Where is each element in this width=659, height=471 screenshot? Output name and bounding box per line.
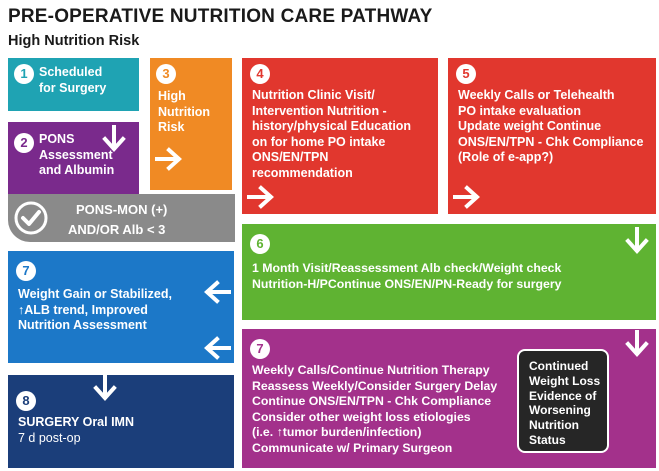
step-7-outcome-number: 7	[16, 261, 36, 281]
step-8-number: 8	[16, 391, 36, 411]
arrow-right-icon	[453, 185, 480, 209]
step-8-box: 8 SURGERY Oral IMN 7 d post-op	[8, 375, 234, 468]
step-8-text: SURGERY Oral IMN 7 d post-op	[18, 415, 134, 445]
arrow-left-icon	[204, 336, 231, 360]
arrow-left-icon	[204, 280, 231, 304]
arrow-down-icon	[625, 227, 649, 254]
step-6-number: 6	[250, 234, 270, 254]
step-2-number: 2	[14, 133, 34, 153]
arrow-down-icon	[625, 330, 649, 357]
step-4-text: Nutrition Clinic Visit/Intervention Nutr…	[252, 88, 412, 180]
step-5-number: 5	[456, 64, 476, 84]
step-6-text: 1 Month Visit/Reassessment Alb check/Wei…	[252, 261, 562, 291]
step-7-therapy-number: 7	[250, 339, 270, 359]
step-7-outcome-box: 7 Weight Gain or Stabilized,↑ALB trend, …	[8, 251, 234, 363]
pons-mon-text: PONS-MON (+) AND/OR Alb < 3	[68, 202, 168, 237]
page-title: PRE-OPERATIVE NUTRITION CARE PATHWAY	[8, 6, 433, 27]
arrow-right-icon	[155, 147, 182, 171]
checkmark-circle-icon	[14, 201, 48, 235]
step-1-number: 1	[14, 64, 34, 84]
arrow-down-icon	[102, 125, 126, 152]
step-4-box: 4 Nutrition Clinic Visit/Intervention Nu…	[242, 58, 438, 214]
page-subtitle: High Nutrition Risk	[8, 33, 140, 49]
arrow-right-icon	[247, 185, 274, 209]
step-4-number: 4	[250, 64, 270, 84]
step-3-number: 3	[156, 64, 176, 84]
arrow-down-icon	[93, 375, 117, 401]
step-7-outcome-text: Weight Gain or Stabilized,↑ALB trend, Im…	[18, 287, 172, 332]
step-6-box: 6 1 Month Visit/Reassessment Alb check/W…	[242, 224, 656, 320]
